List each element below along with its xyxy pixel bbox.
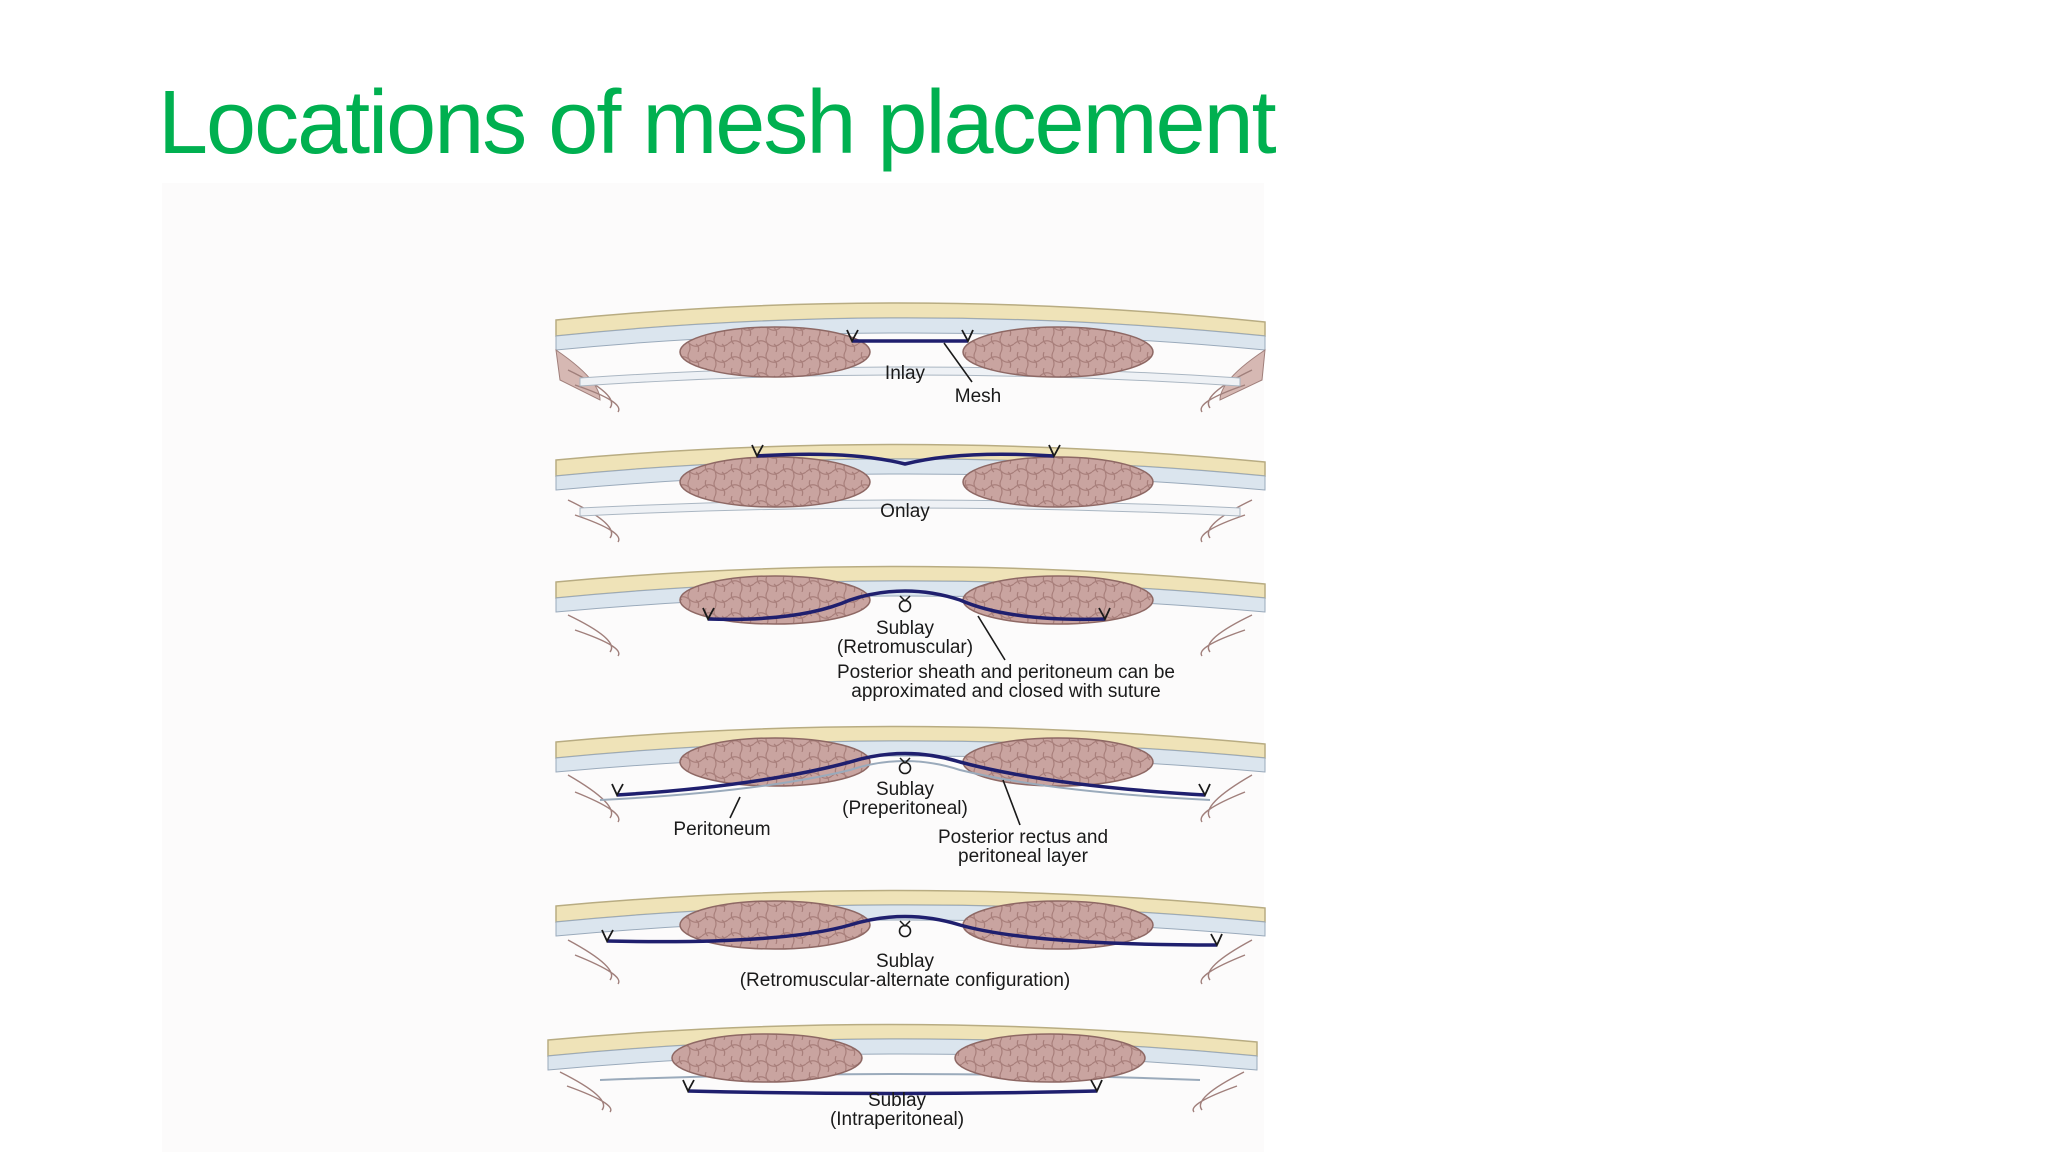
rectus-muscle-left	[679, 456, 871, 508]
posterior-sheath-note-line2: approximated and closed with suture	[851, 681, 1160, 702]
onlay-label: Onlay	[880, 501, 930, 522]
mesh-label: Mesh	[955, 386, 1001, 407]
mesh-leader-line	[943, 342, 973, 383]
intraperitoneal-label: (Intraperitoneal)	[830, 1109, 964, 1130]
midline-suture	[898, 761, 912, 775]
rectus-muscle-right	[962, 737, 1154, 787]
panel-sublay-intraperitoneal: Sublay (Intraperitoneal)	[547, 1023, 1258, 1130]
sublay-label: Sublay	[876, 951, 935, 972]
rectus-muscle-right	[962, 575, 1154, 625]
abdominal-wall-layers	[555, 302, 1266, 413]
mesh	[606, 914, 1218, 947]
sublay-label: Sublay	[876, 618, 935, 639]
suture-right	[961, 329, 974, 344]
panel-sublay-preperitoneal: Sublay (Preperitoneal) Peritoneum Poster…	[555, 725, 1266, 867]
mesh	[687, 1089, 1098, 1096]
panel-inlay: Inlay Mesh	[555, 302, 1266, 413]
preperitoneal-label: (Preperitoneal)	[842, 798, 968, 819]
rectus-muscle-right	[954, 1033, 1146, 1083]
peritoneum-label: Peritoneum	[673, 819, 770, 840]
mesh	[756, 452, 1055, 466]
rectus-muscle-right	[962, 456, 1154, 508]
panel-onlay: Onlay	[555, 443, 1266, 543]
panel-sublay-retromuscular: Sublay (Retromuscular) Posterior sheath …	[555, 565, 1266, 702]
rectus-muscle-left	[679, 737, 871, 787]
slide-title: Locations of mesh placement	[158, 73, 1277, 173]
rectus-muscle-left	[679, 326, 871, 378]
sublay-label: Sublay	[868, 1090, 927, 1111]
alternate-configuration-label: (Retromuscular-alternate configuration)	[740, 970, 1071, 991]
suture-left	[751, 444, 764, 459]
suture-right	[1048, 444, 1061, 459]
peritoneum	[599, 1073, 1201, 1081]
peritoneum	[599, 760, 1211, 801]
inlay-label: Inlay	[885, 363, 926, 384]
posterior-rectus-leader-line	[1002, 779, 1021, 826]
rectus-muscle-right	[962, 326, 1154, 378]
rectus-muscle-left	[679, 575, 871, 625]
peritoneal-layer-label: peritoneal layer	[958, 846, 1089, 867]
suture-left	[846, 329, 859, 344]
retromuscular-label: (Retromuscular)	[837, 637, 973, 658]
mesh	[616, 751, 1206, 797]
posterior-sheath-note: Posterior sheath and peritoneum can be	[837, 662, 1175, 683]
posterior-rectus-label: Posterior rectus and	[938, 827, 1108, 848]
rectus-muscle-left	[679, 900, 871, 950]
mesh	[707, 589, 1106, 622]
midline-suture	[898, 599, 912, 613]
rectus-muscle-left	[671, 1033, 863, 1083]
midline-suture	[898, 924, 912, 938]
sheath-leader-line	[977, 615, 1006, 661]
peritoneum-leader-line	[729, 796, 741, 819]
sublay-label: Sublay	[876, 779, 935, 800]
panel-sublay-alternate: Sublay (Retromuscular-alternate configur…	[555, 889, 1266, 991]
